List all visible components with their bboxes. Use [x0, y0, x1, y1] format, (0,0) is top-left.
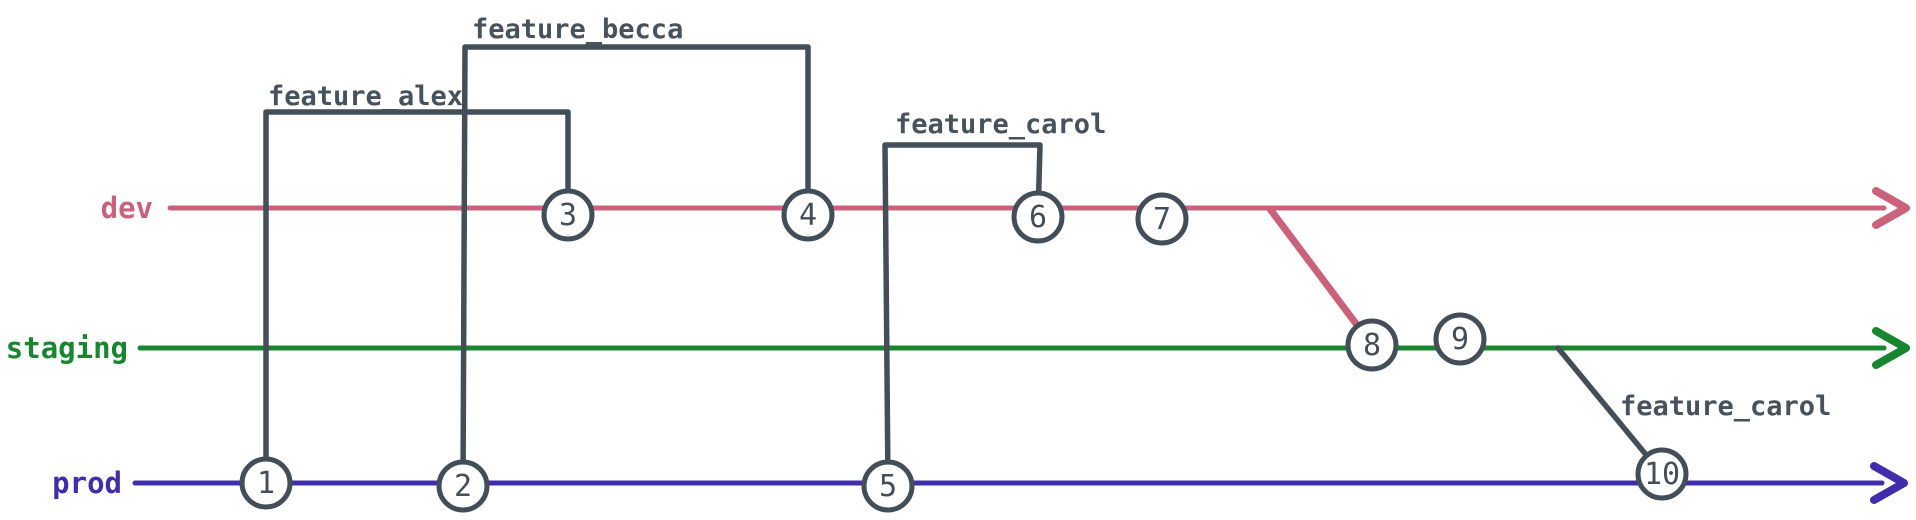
commit-label-8: 8	[1363, 328, 1381, 363]
feature-connector-feature_alex-0	[263, 109, 571, 486]
commit-label-5: 5	[879, 469, 897, 504]
commit-node-4	[781, 188, 835, 242]
branch-label-prod: prod	[52, 466, 122, 500]
feature-connector-feature_carol-3	[1555, 345, 1665, 477]
commit-node-1	[239, 456, 293, 510]
commit-node-10	[1635, 447, 1689, 501]
feature-label-feature_carol-3: feature_carol	[1620, 391, 1831, 422]
feature-connector-feature_becca-1	[460, 44, 811, 489]
commit-label-2: 2	[454, 469, 472, 504]
feature-label-feature_carol-2: feature_carol	[895, 109, 1106, 140]
commit-node-5	[861, 459, 915, 513]
commit-label-6: 6	[1029, 200, 1047, 235]
branch-label-staging: staging	[6, 331, 128, 365]
commit-node-6	[1011, 190, 1065, 244]
commit-label-4: 4	[799, 198, 817, 233]
commit-label-1: 1	[257, 466, 275, 501]
commit-label-9: 9	[1451, 322, 1469, 357]
commit-label-3: 3	[559, 198, 577, 233]
merge-line-dev-to-staging	[1266, 205, 1376, 349]
feature-connector-feature_carol-2	[882, 142, 1043, 489]
feature-label-feature_becca-1: feature_becca	[472, 14, 683, 45]
commit-label-7: 7	[1153, 202, 1171, 237]
commit-node-3	[541, 188, 595, 242]
commit-node-8	[1345, 318, 1399, 372]
branch-arrowhead-prod	[1870, 462, 1908, 504]
commit-node-7	[1135, 192, 1189, 246]
feature-label-feature_alex-0: feature_alex	[268, 81, 463, 112]
commit-node-9	[1433, 312, 1487, 366]
commit-node-2	[436, 459, 490, 513]
branch-arrowhead-staging	[1872, 327, 1910, 369]
commit-label-10: 10	[1644, 457, 1680, 492]
branch-arrowhead-dev	[1872, 187, 1910, 229]
branch-label-dev: dev	[101, 191, 153, 225]
